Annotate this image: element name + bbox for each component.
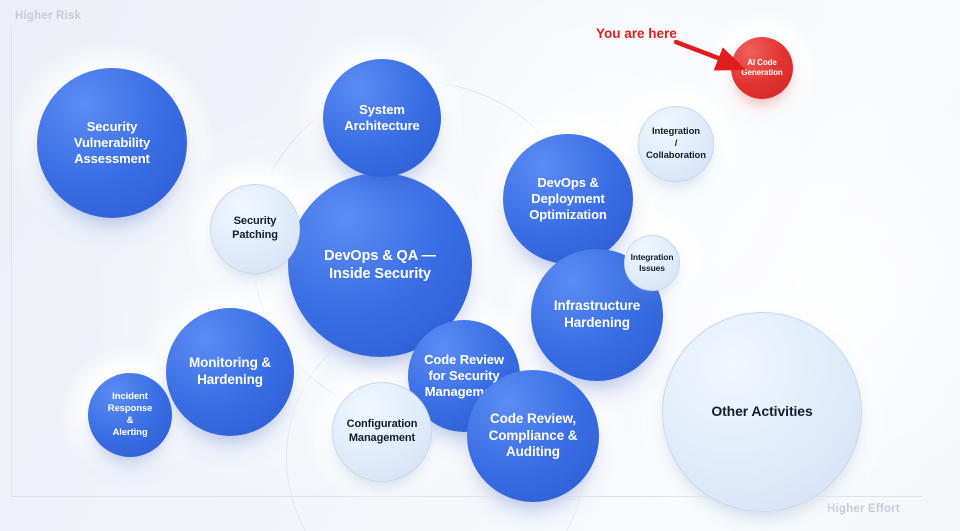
bubble-label: Other Activities	[711, 403, 813, 420]
you-are-here-arrow-icon	[673, 39, 746, 71]
bubble-label: Monitoring &Hardening	[188, 355, 272, 387]
bubble-integration-collaboration: Integration/Collaboration	[638, 106, 714, 182]
bubble-code-review-compliance-auditing: Code Review,Compliance &Auditing	[467, 370, 599, 502]
bubble-label: Integration/Collaboration	[646, 126, 706, 161]
bubble-other-activities: Other Activities	[662, 312, 862, 512]
y-axis-line	[11, 27, 12, 496]
bubble-label: DevOps & QA —Inside Security	[324, 247, 436, 282]
y-axis-label: Higher Risk	[15, 10, 82, 22]
bubble-label: Code Review,Compliance &Auditing	[488, 410, 578, 460]
bubble-monitoring-hardening: Monitoring &Hardening	[166, 308, 294, 436]
you-are-here-label: You are here	[596, 26, 677, 41]
